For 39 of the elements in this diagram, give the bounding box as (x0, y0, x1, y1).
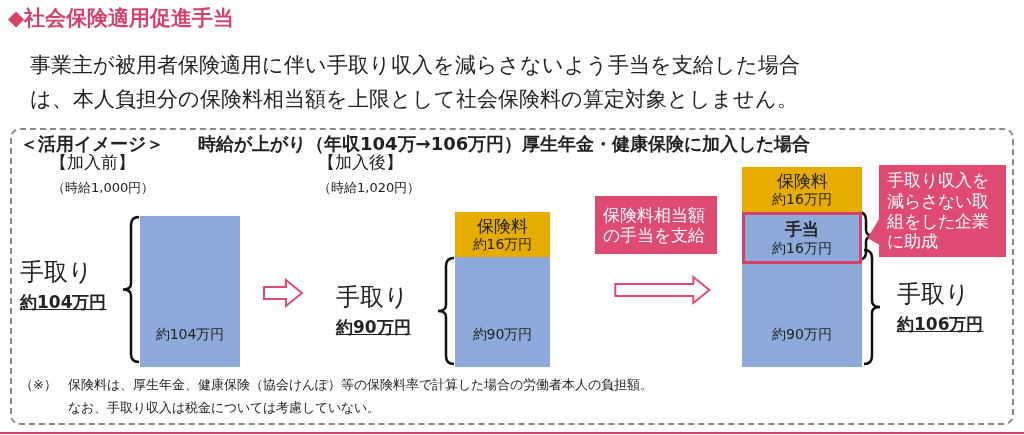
income-bar (742, 264, 862, 367)
frame-heading: ＜活用イメージ＞ (20, 132, 164, 154)
hollow-arrow (263, 277, 304, 309)
dashed-frame (10, 128, 1014, 425)
takehome-label: 手取り (897, 280, 970, 309)
bar-value: 手取り収入を減らさない取組をした企業に助成 (887, 170, 990, 252)
bar-value: 約16万円 (772, 191, 832, 209)
footnote: 保険料は、厚生年金、健康保険（協会けんぽ）等の保険料率で計算した場合の労働者本人の負担額。 (68, 377, 653, 393)
bar-heading: 手当 (785, 219, 819, 240)
bar-value: 約104万円 (155, 326, 225, 343)
title: ◆社会保険適用促進手当 (8, 5, 235, 32)
bar-value: 保険料相当額の手当を支給 (603, 204, 706, 246)
footnote-mark: （※） (20, 377, 57, 393)
bar-value: 約16万円 (772, 239, 832, 257)
callout-box (595, 196, 717, 254)
wage-label: （時給1,000円） (52, 180, 155, 196)
amount-label: 約104万円 (20, 292, 107, 313)
takehome-label: 手取り (20, 258, 93, 287)
bar-heading: 保険料 (776, 170, 828, 192)
premium-bar (455, 212, 550, 257)
callout-pointer (867, 219, 880, 245)
bar-heading: 保険料 (477, 215, 528, 237)
bar-value: 約90万円 (772, 326, 832, 343)
hollow-arrow (614, 274, 711, 306)
wage-label: （時給1,020円） (318, 180, 421, 196)
income-bar (455, 257, 550, 367)
takehome-label: 手取り (336, 283, 409, 312)
bar-value: 約90万円 (472, 326, 533, 343)
callout-box (879, 165, 1006, 257)
footnote: なお、手取り収入は税金については考慮していない。 (68, 400, 380, 416)
amount-label: 約106万円 (897, 314, 984, 335)
description-paragraph: 事業主が被用者保険適用に伴い手取り収入を減らさないよう手当を支給した場合は、本人負担分の保険料相当額を上限として社会保険料の算定対象としません。 (30, 52, 801, 113)
allowance-bar (742, 212, 862, 264)
premium-bar (742, 167, 862, 212)
bar-value: 約16万円 (472, 236, 533, 254)
income-bar (140, 216, 240, 367)
amount-label: 約90万円 (336, 317, 411, 338)
stage-label: 【加入前】 (50, 152, 135, 173)
frame-heading: 時給が上がり（年収104万→106万円）厚生年金・健康保険に加入した場合 (198, 132, 811, 154)
